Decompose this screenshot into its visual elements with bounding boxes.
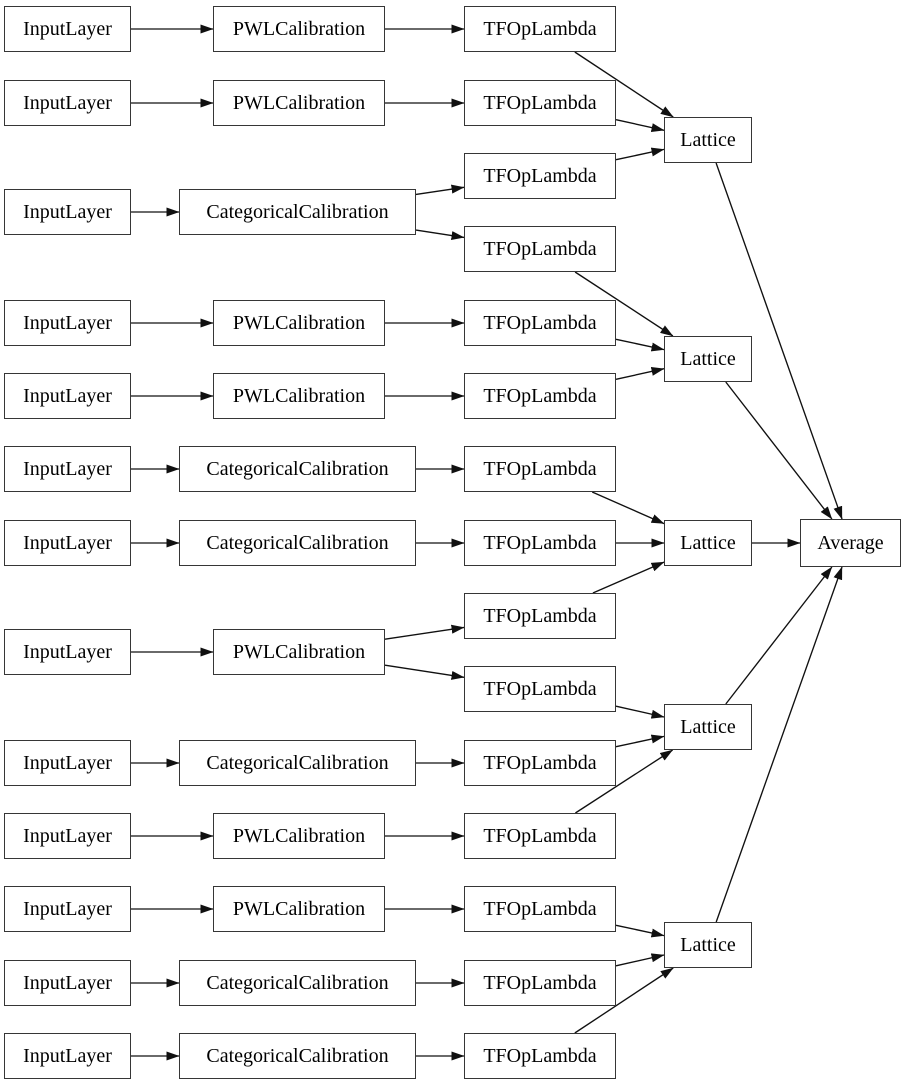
edge-cal3-tf3 xyxy=(415,184,465,196)
edge-tf1-lat1 xyxy=(574,51,674,118)
node-tfoplambda-tf10: TFOpLambda xyxy=(464,666,616,712)
edge-tf15-lat5 xyxy=(574,967,674,1034)
node-pwlcalibration-cal10: PWLCalibration xyxy=(213,813,385,859)
edge-tf11-lat4 xyxy=(615,734,665,748)
edge-lat2-avg xyxy=(725,381,833,520)
node-categoricalcalibration-cal13: CategoricalCalibration xyxy=(179,1033,416,1079)
edge-tf2-lat1 xyxy=(615,119,665,132)
node-lattice-lat3: Lattice xyxy=(664,520,752,566)
node-tfoplambda-tf3: TFOpLambda xyxy=(464,153,616,199)
node-tfoplambda-tf9: TFOpLambda xyxy=(464,593,616,639)
node-inputlayer-in13: InputLayer xyxy=(4,1033,131,1079)
node-inputlayer-in4: InputLayer xyxy=(4,300,131,346)
node-categoricalcalibration-cal3: CategoricalCalibration xyxy=(179,189,416,235)
edge-tf6-lat2 xyxy=(615,367,665,380)
node-pwlcalibration-cal2: PWLCalibration xyxy=(213,80,385,126)
node-tfoplambda-tf6: TFOpLambda xyxy=(464,373,616,419)
node-lattice-lat2: Lattice xyxy=(664,336,752,382)
node-pwlcalibration-cal8: PWLCalibration xyxy=(213,629,385,675)
node-tfoplambda-tf5: TFOpLambda xyxy=(464,300,616,346)
edge-tf14-lat5 xyxy=(615,953,665,967)
edge-tf3-lat1 xyxy=(615,147,665,161)
node-tfoplambda-tf11: TFOpLambda xyxy=(464,740,616,786)
node-inputlayer-in10: InputLayer xyxy=(4,813,131,859)
node-tfoplambda-tf14: TFOpLambda xyxy=(464,960,616,1006)
edge-tf10-lat4 xyxy=(615,705,665,719)
node-inputlayer-in7: InputLayer xyxy=(4,520,131,566)
node-pwlcalibration-cal5: PWLCalibration xyxy=(213,373,385,419)
node-inputlayer-in11: InputLayer xyxy=(4,886,131,932)
node-inputlayer-in12: InputLayer xyxy=(4,960,131,1006)
edge-tf4-lat2 xyxy=(574,271,674,337)
edge-tf7-lat3 xyxy=(591,491,665,525)
edge-tf5-lat2 xyxy=(615,338,665,352)
node-inputlayer-in1: InputLayer xyxy=(4,6,131,52)
node-tfoplambda-tf7: TFOpLambda xyxy=(464,446,616,492)
node-inputlayer-in2: InputLayer xyxy=(4,80,131,126)
node-lattice-lat1: Lattice xyxy=(664,117,752,163)
node-tfoplambda-tf12: TFOpLambda xyxy=(464,813,616,859)
node-pwlcalibration-cal1: PWLCalibration xyxy=(213,6,385,52)
node-tfoplambda-tf4: TFOpLambda xyxy=(464,226,616,272)
node-tfoplambda-tf13: TFOpLambda xyxy=(464,886,616,932)
edge-tf12-lat4 xyxy=(575,749,674,814)
node-lattice-lat5: Lattice xyxy=(664,922,752,968)
node-tfoplambda-tf2: TFOpLambda xyxy=(464,80,616,126)
node-categoricalcalibration-cal9: CategoricalCalibration xyxy=(179,740,416,786)
node-average-avg: Average xyxy=(800,519,901,567)
node-categoricalcalibration-cal12: CategoricalCalibration xyxy=(179,960,416,1006)
edge-lat5-avg xyxy=(715,566,843,923)
node-inputlayer-in5: InputLayer xyxy=(4,373,131,419)
node-pwlcalibration-cal4: PWLCalibration xyxy=(213,300,385,346)
node-pwlcalibration-cal11: PWLCalibration xyxy=(213,886,385,932)
node-inputlayer-in9: InputLayer xyxy=(4,740,131,786)
edge-tf9-lat3 xyxy=(592,561,665,594)
node-inputlayer-in6: InputLayer xyxy=(4,446,131,492)
edge-tf13-lat5 xyxy=(615,924,665,938)
edge-lat1-avg xyxy=(715,162,843,520)
edge-cal8-tf10 xyxy=(384,664,465,680)
node-tfoplambda-tf8: TFOpLambda xyxy=(464,520,616,566)
edge-cal8-tf9 xyxy=(384,624,465,640)
edge-cal3-tf4 xyxy=(415,229,465,240)
node-tfoplambda-tf15: TFOpLambda xyxy=(464,1033,616,1079)
node-inputlayer-in8: InputLayer xyxy=(4,629,131,675)
node-tfoplambda-tf1: TFOpLambda xyxy=(464,6,616,52)
node-inputlayer-in3: InputLayer xyxy=(4,189,131,235)
node-categoricalcalibration-cal6: CategoricalCalibration xyxy=(179,446,416,492)
node-lattice-lat4: Lattice xyxy=(664,704,752,750)
edge-lat4-avg xyxy=(725,566,833,705)
node-categoricalcalibration-cal7: CategoricalCalibration xyxy=(179,520,416,566)
